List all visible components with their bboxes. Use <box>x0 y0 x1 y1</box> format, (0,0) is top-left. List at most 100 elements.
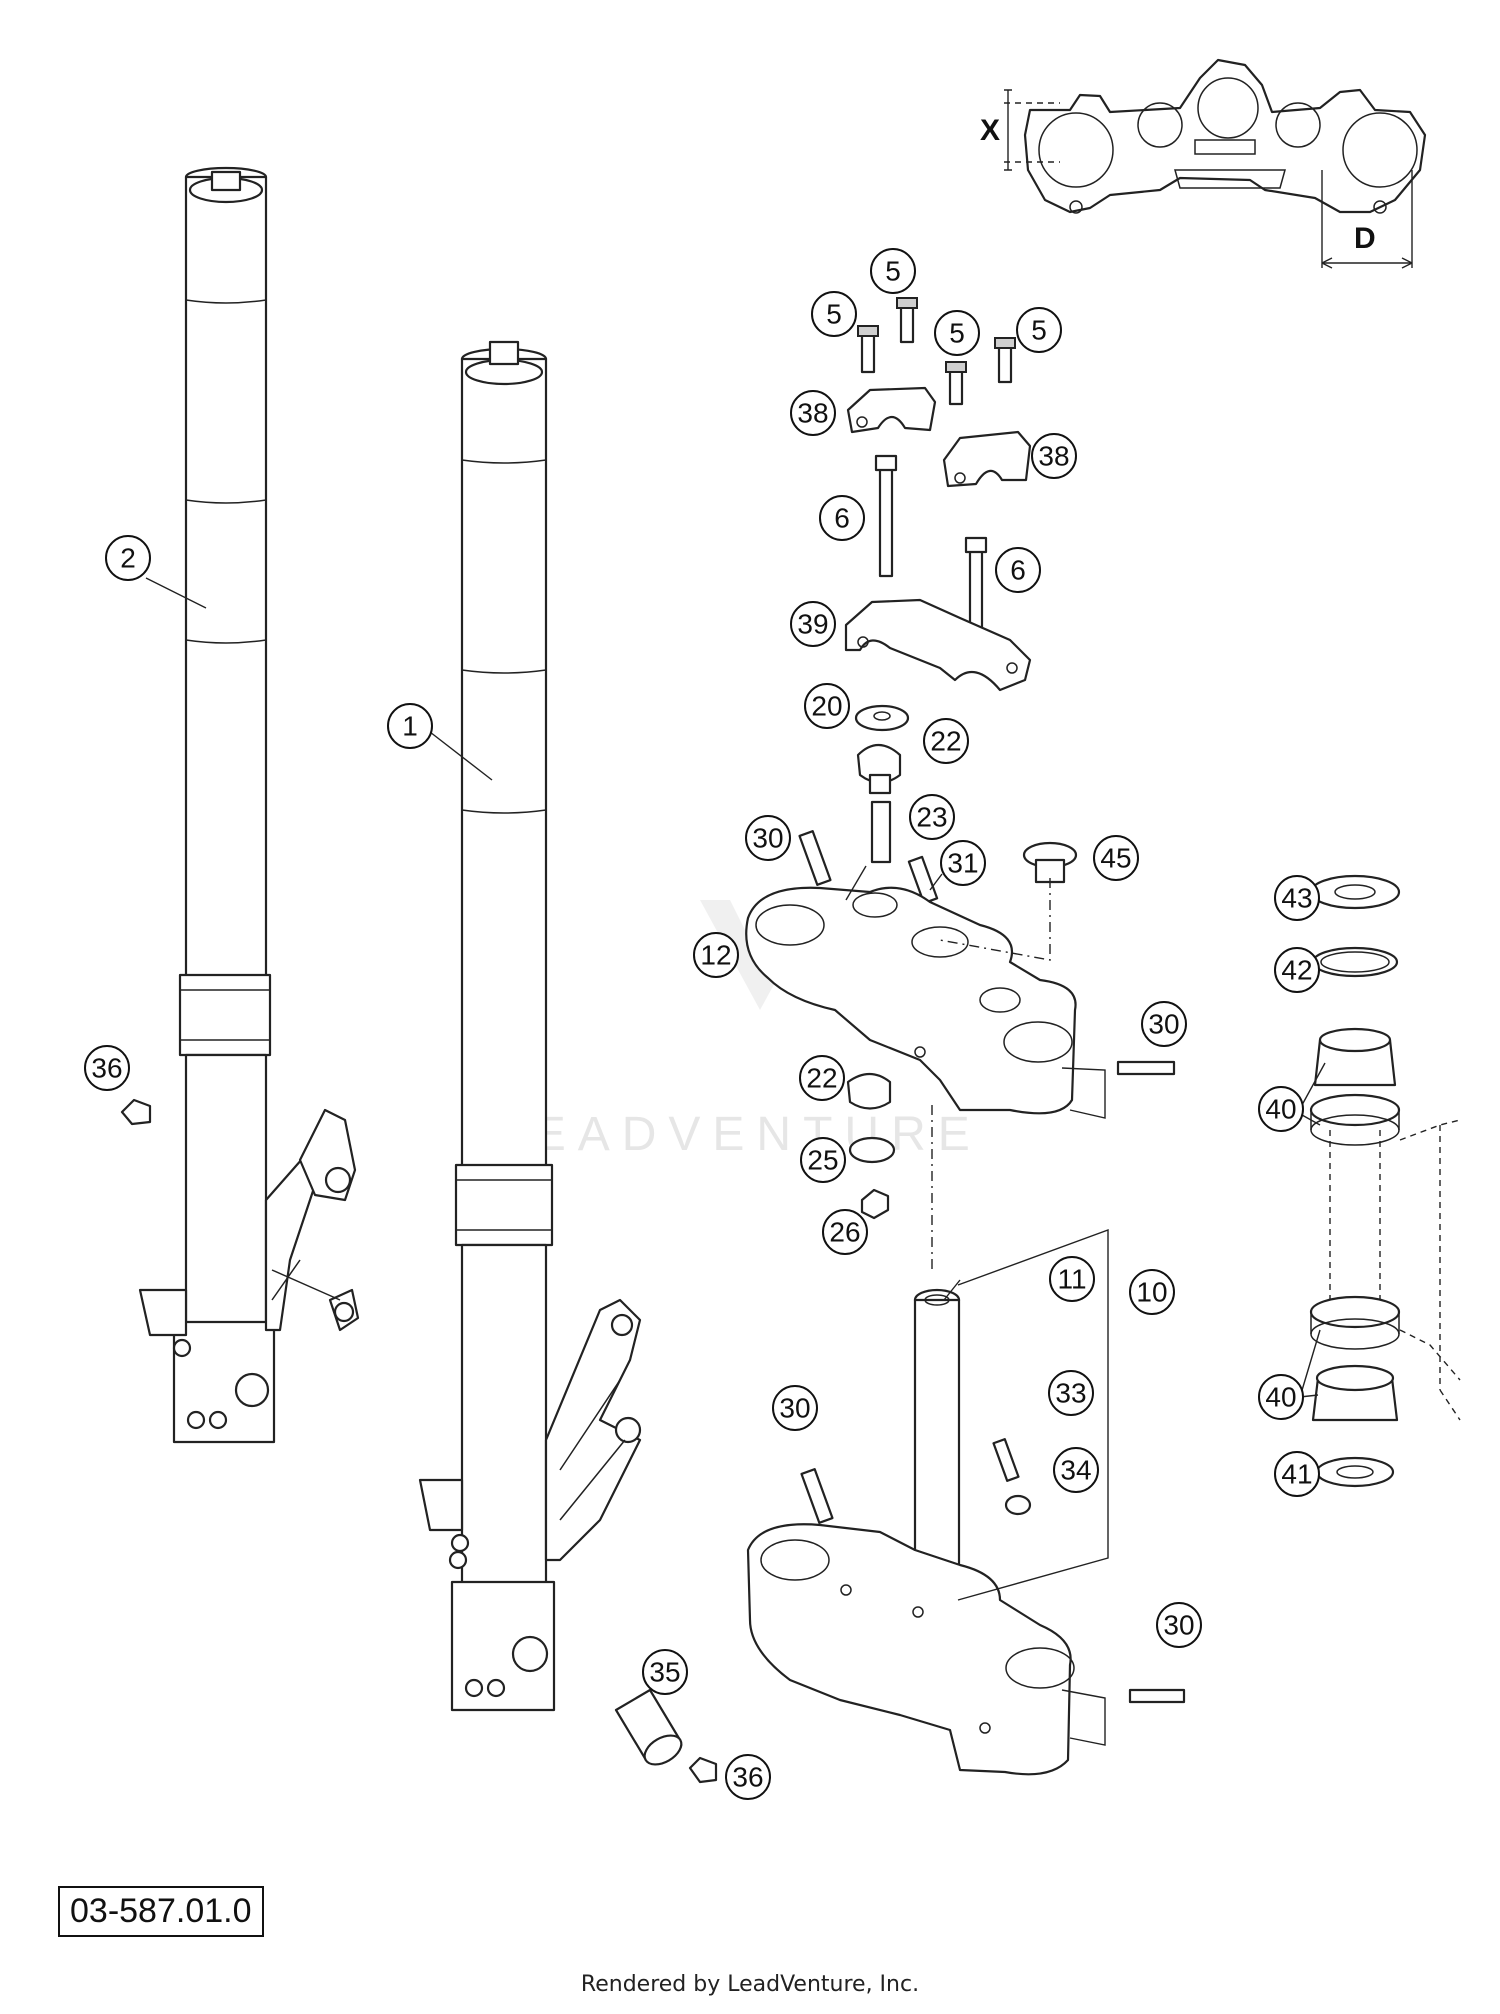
svg-text:12: 12 <box>700 940 731 971</box>
handlebar-bridge-39 <box>844 598 1032 692</box>
callout-30: 30 <box>772 1385 818 1431</box>
pin-23 <box>870 800 892 864</box>
callout-2: 2 <box>105 535 151 581</box>
callout-6: 6 <box>995 547 1041 593</box>
steering-stem-11 <box>913 1288 961 1572</box>
svg-text:30: 30 <box>1163 1610 1194 1641</box>
svg-text:33: 33 <box>1055 1378 1086 1409</box>
svg-text:38: 38 <box>797 398 828 429</box>
washer-25 <box>848 1136 896 1164</box>
callout-45: 45 <box>1093 835 1139 881</box>
bolt-33 <box>992 1438 1020 1482</box>
svg-text:LEADVENTURE: LEADVENTURE <box>495 1108 982 1161</box>
lower-triple-clamp <box>746 1523 1075 1776</box>
svg-text:20: 20 <box>811 691 842 722</box>
bolt-30-lower-top <box>800 1468 834 1524</box>
svg-text:5: 5 <box>1031 315 1047 346</box>
callout-12: 12 <box>693 932 739 978</box>
svg-text:6: 6 <box>1010 555 1026 586</box>
svg-text:36: 36 <box>91 1053 122 1084</box>
svg-text:5: 5 <box>826 299 842 330</box>
svg-text:36: 36 <box>732 1762 763 1793</box>
callout-5: 5 <box>1016 307 1062 353</box>
svg-text:6: 6 <box>834 503 850 534</box>
callout-5: 5 <box>934 310 980 356</box>
callout-43: 43 <box>1274 875 1320 921</box>
svg-text:42: 42 <box>1281 955 1312 986</box>
callout-30: 30 <box>745 815 791 861</box>
callout-20: 20 <box>804 683 850 729</box>
callout-31: 31 <box>940 840 986 886</box>
callout-39: 39 <box>790 601 836 647</box>
svg-text:30: 30 <box>779 1393 810 1424</box>
svg-text:45: 45 <box>1100 843 1131 874</box>
callout-36: 36 <box>725 1754 771 1800</box>
part-36-cap-right <box>688 1756 718 1784</box>
callout-26: 26 <box>822 1209 868 1255</box>
callout-10: 10 <box>1129 1269 1175 1315</box>
callout-36: 36 <box>84 1045 130 1091</box>
svg-text:30: 30 <box>1148 1009 1179 1040</box>
svg-text:5: 5 <box>949 318 965 349</box>
svg-text:10: 10 <box>1136 1277 1167 1308</box>
bolt-30-upper <box>798 830 832 886</box>
callout-25: 25 <box>800 1137 846 1183</box>
washer-20 <box>854 704 910 732</box>
callout-40: 40 <box>1258 1374 1304 1420</box>
svg-text:30: 30 <box>752 823 783 854</box>
svg-text:22: 22 <box>806 1063 837 1094</box>
callout-23: 23 <box>909 794 955 840</box>
nut-26 <box>860 1188 890 1220</box>
svg-text:34: 34 <box>1060 1455 1091 1486</box>
svg-text:40: 40 <box>1265 1382 1296 1413</box>
svg-text:1: 1 <box>402 711 418 742</box>
fork-leg-left <box>138 166 360 1444</box>
bracket-10 <box>957 1228 1109 1601</box>
callout-leaders <box>145 577 961 1301</box>
callout-1: 1 <box>387 703 433 749</box>
fork-leg-right <box>418 340 642 1712</box>
handlebar-clamp-caps-38 <box>846 386 1032 488</box>
bolt-30-clamp-upper <box>1116 1060 1176 1076</box>
callout-35: 35 <box>642 1649 688 1695</box>
bracket-30-upper <box>1061 1067 1106 1119</box>
diagram-code: 03-587.01.0 <box>58 1886 264 1937</box>
svg-text:25: 25 <box>807 1145 838 1176</box>
svg-text:39: 39 <box>797 609 828 640</box>
bolt-30-clamp-lower <box>1128 1688 1186 1704</box>
svg-text:22: 22 <box>930 726 961 757</box>
callout-42: 42 <box>1274 947 1320 993</box>
nut-45 <box>1022 841 1078 884</box>
sleeve-35 <box>614 1688 683 1766</box>
callout-5: 5 <box>811 291 857 337</box>
svg-text:26: 26 <box>829 1217 860 1248</box>
washer-34 <box>1004 1494 1032 1516</box>
svg-text:X: X <box>980 114 1000 147</box>
part-36-cap-left <box>120 1098 152 1126</box>
svg-text:31: 31 <box>947 848 978 879</box>
bushing-22-lower <box>846 1072 892 1110</box>
svg-text:43: 43 <box>1281 883 1312 914</box>
bushing-22-top <box>856 743 902 795</box>
svg-text:2: 2 <box>120 543 136 574</box>
svg-text:40: 40 <box>1265 1094 1296 1125</box>
callout-41: 41 <box>1274 1451 1320 1497</box>
svg-text:23: 23 <box>916 802 947 833</box>
callout-38: 38 <box>790 390 836 436</box>
screws-5 <box>857 297 1016 406</box>
callout-30: 30 <box>1141 1001 1187 1047</box>
svg-text:D: D <box>1354 222 1376 255</box>
footer-credit: Rendered by LeadVenture, Inc. <box>580 1972 920 1997</box>
bracket-30-lower <box>1061 1689 1106 1746</box>
svg-text:35: 35 <box>649 1657 680 1688</box>
svg-text:11: 11 <box>1057 1264 1086 1295</box>
bearing-parts-right <box>1299 874 1461 1488</box>
callout-33: 33 <box>1048 1370 1094 1416</box>
callout-22: 22 <box>923 718 969 764</box>
callout-6: 6 <box>819 495 865 541</box>
svg-text:5: 5 <box>885 256 901 287</box>
callout-5: 5 <box>870 248 916 294</box>
callout-40: 40 <box>1258 1086 1304 1132</box>
callout-11: 11 <box>1049 1256 1095 1302</box>
